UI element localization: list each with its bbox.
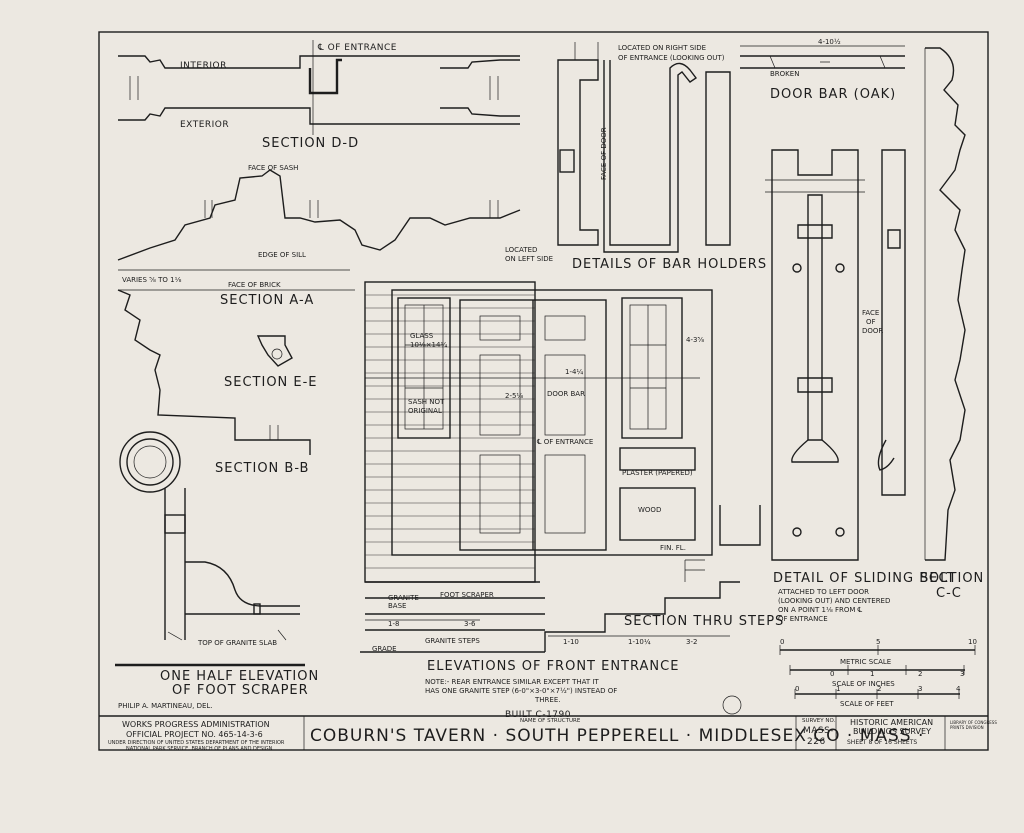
section-thru-steps-title: SECTION THRU STEPS bbox=[624, 614, 784, 629]
dim-1-8: 1-8 bbox=[388, 620, 399, 628]
wood-label: WOOD bbox=[638, 506, 661, 514]
dim-2-5: 2-5⅛ bbox=[505, 392, 523, 400]
face-of-door-vertical-label: FACE OF DOOR bbox=[600, 127, 608, 180]
wpa-text: WORKS PROGRESS ADMINISTRATION bbox=[122, 720, 270, 729]
granite-steps bbox=[360, 505, 761, 653]
metric-tick-0: 0 bbox=[830, 670, 834, 678]
scale-inches-label: SCALE OF INCHES bbox=[832, 680, 895, 688]
exterior-label: EXTERIOR bbox=[180, 120, 229, 130]
structure-name: COBURN'S TAVERN · SOUTH PEPPERELL · MIDD… bbox=[310, 726, 924, 746]
detail-sliding-bolt-title: DETAIL OF SLIDING BOLT bbox=[773, 571, 956, 586]
face-of-sash-label: FACE OF SASH bbox=[248, 164, 298, 172]
broken-label: BROKEN bbox=[770, 70, 799, 78]
plaster-label: PLASTER (PAPERED) bbox=[622, 469, 693, 477]
note-text: NOTE:- REAR ENTRANCE SIMILAR EXCEPT THAT… bbox=[425, 678, 617, 704]
survey-no: MASS-226 bbox=[803, 726, 834, 747]
sheet-number: SHEET 8 OF 16 SHEETS bbox=[847, 739, 917, 746]
feet-tick-10: 10 bbox=[968, 638, 977, 646]
details-bar-holders-title: DETAILS OF BAR HOLDERS bbox=[572, 257, 767, 272]
survey-no-label: SURVEY NO. bbox=[802, 718, 836, 724]
title-block-frame bbox=[99, 715, 988, 750]
door-bar-drawing bbox=[740, 45, 905, 69]
door-bar-oak-title: DOOR BAR (OAK) bbox=[770, 87, 896, 102]
loc-seal bbox=[722, 695, 742, 715]
dim-3-2: 3-2 bbox=[686, 638, 697, 646]
fin-fl-label: FIN. FL. bbox=[660, 544, 686, 552]
dim-3-6: 3-6 bbox=[464, 620, 476, 628]
metric-tick-2: 2 bbox=[918, 670, 922, 678]
entrance-frame bbox=[365, 289, 713, 556]
feet-tick-5: 5 bbox=[876, 638, 880, 646]
granite-steps-label: GRANITE STEPS bbox=[425, 637, 480, 645]
section-dd-drawing bbox=[118, 40, 520, 135]
delineator-credit: PHILIP A. MARTINEAU, DEL. bbox=[118, 702, 213, 710]
grade-label: GRADE bbox=[372, 645, 397, 653]
section-aa-title: SECTION A-A bbox=[220, 293, 314, 308]
sliding-bolt-drawing bbox=[765, 149, 906, 561]
sheet-border bbox=[98, 31, 989, 751]
interior-label: INTERIOR bbox=[180, 61, 227, 71]
foot-scraper-label: FOOT SCRAPER bbox=[440, 591, 494, 599]
bar-holders-drawing bbox=[557, 42, 731, 253]
dim-1-10: 1-10 bbox=[563, 638, 579, 646]
dim-4-3: 4-3⅝ bbox=[686, 336, 704, 344]
inch-tick-2: 2 bbox=[877, 685, 881, 693]
cl-entrance-mid-label: ℄ OF ENTRANCE bbox=[537, 438, 593, 446]
section-dd-title: SECTION D-D bbox=[262, 136, 359, 151]
section-ee-title: SECTION E-E bbox=[224, 375, 318, 390]
inch-tick-4: 4 bbox=[956, 685, 961, 693]
dim-1-4: 1-4¼ bbox=[565, 368, 583, 376]
attached-note: ATTACHED TO LEFT DOOR(LOOKING OUT) AND C… bbox=[778, 588, 890, 623]
section-cc-drawing bbox=[924, 47, 966, 561]
inch-tick-1: 1 bbox=[836, 685, 840, 693]
metric-tick-1: 1 bbox=[870, 670, 874, 678]
varies-label: VARIES ⅝ TO 1⅛ bbox=[122, 276, 182, 284]
name-of-structure-label: NAME OF STRUCTURE bbox=[520, 718, 581, 724]
cl-entrance-label-top: ℄ OF ENTRANCE bbox=[317, 43, 397, 53]
door-bar-label: DOOR BAR bbox=[547, 390, 585, 398]
metric-tick-3: 3 bbox=[960, 670, 964, 678]
inch-tick-0: 0 bbox=[795, 685, 799, 693]
built-text: BUILT C-1790 bbox=[505, 710, 571, 720]
feet-tick-0: 0 bbox=[780, 638, 784, 646]
face-of-brick-label: FACE OF BRICK bbox=[228, 281, 281, 289]
dim-4-10: 4-10½ bbox=[818, 38, 841, 46]
elevations-front-entrance-title: ELEVATIONS OF FRONT ENTRANCE bbox=[427, 659, 679, 674]
foot-scraper-drawing bbox=[115, 431, 305, 667]
section-ee-drawing bbox=[256, 335, 293, 367]
section-bb-drawing bbox=[117, 289, 311, 455]
under-direction-text: UNDER DIRECTION OF UNITED STATES DEPARTM… bbox=[108, 740, 285, 752]
metric-scale-label: METRIC SCALE bbox=[840, 658, 891, 666]
edge-of-sill-label: EDGE OF SILL bbox=[258, 251, 306, 259]
section-bb-title: SECTION B-B bbox=[215, 461, 309, 476]
inch-tick-3: 3 bbox=[918, 685, 922, 693]
graphic-scales bbox=[779, 645, 976, 699]
top-granite-slab-label: TOP OF GRANITE SLAB bbox=[197, 639, 277, 647]
official-project-text: OFFICIAL PROJECT NO. 465-14-3-6 bbox=[126, 730, 263, 739]
section-aa-drawing bbox=[117, 169, 521, 291]
dim-1-10-2: 1-10¼ bbox=[628, 638, 651, 646]
scale-feet-label: SCALE OF FEET bbox=[840, 700, 894, 708]
